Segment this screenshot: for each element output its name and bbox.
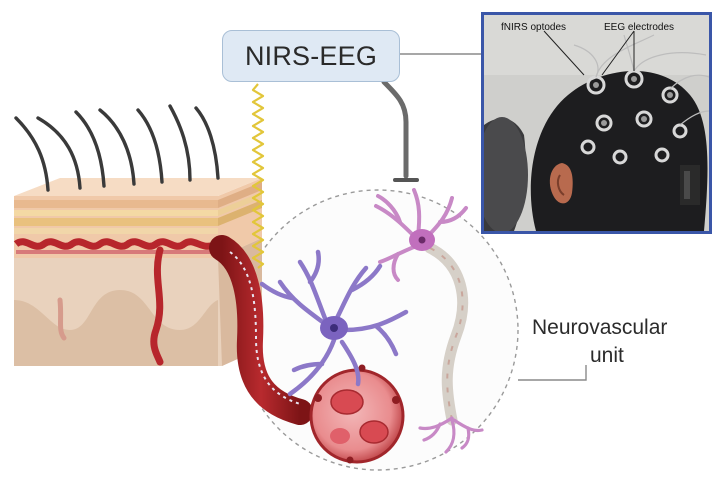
- skin-cross-section-icon: [14, 178, 262, 366]
- hair-strands-icon: [16, 106, 218, 190]
- astrocyte-soma: [320, 316, 348, 340]
- method-label: NIRS-EEG: [245, 41, 377, 72]
- nvu-label-line1: Neurovascular: [532, 314, 702, 342]
- optodes-label: fNIRS optodes: [501, 22, 566, 33]
- electrode-probe-line: [384, 82, 417, 180]
- eeg-cap-photo: fNIRS optodes EEG electrodes: [481, 12, 712, 234]
- method-box: NIRS-EEG: [222, 30, 400, 82]
- nvu-label-line2: unit: [532, 342, 702, 370]
- neurovascular-unit-label: Neurovascular unit: [532, 314, 702, 370]
- electrodes-label: EEG electrodes: [604, 22, 674, 33]
- eeg-cap-photo-illustration: [484, 15, 709, 231]
